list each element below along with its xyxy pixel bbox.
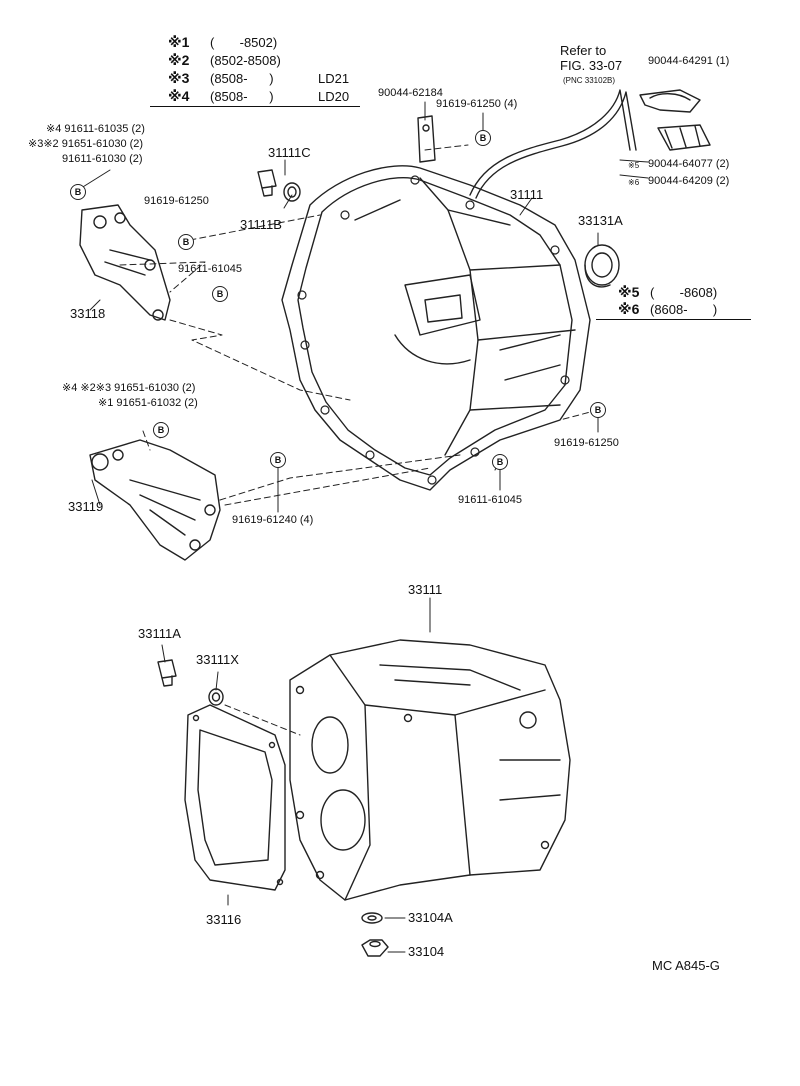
label-33104A: 33104A [408, 910, 453, 925]
note-6-range: (8608- ) [650, 302, 718, 317]
label-33131A: 33131A [578, 213, 623, 228]
label-33116: 33116 [206, 912, 242, 927]
note-4-model: LD20 [318, 89, 350, 104]
note-3-range: (8508- ) [210, 71, 274, 86]
label-left-top-1: ※4 91611-61035 (2) [46, 123, 145, 135]
leader-lines [119, 144, 599, 736]
bolt-marker: B [590, 402, 606, 418]
oil-seal-drawing [584, 244, 620, 288]
breather-hose-drawing [469, 89, 637, 199]
label-91619-61250: 91619-61250 [144, 195, 209, 207]
label-bracket2-1: ※4 ※2※3 91651-61030 (2) [62, 382, 196, 394]
note-3-model: LD21 [318, 71, 350, 86]
label-33111-lower: 33111 [408, 582, 443, 597]
label-bracket2-2: ※1 91651-61032 (2) [98, 397, 198, 409]
note-3-mark: ※3 [168, 70, 190, 86]
label-33111A: 33111A [138, 626, 181, 641]
gasket-33116-drawing [184, 704, 286, 891]
label-90044-64291: 90044-64291 (1) [648, 55, 730, 67]
label-91619-61250-4: 91619-61250 (4) [436, 98, 518, 110]
bolt-marker: B [153, 422, 169, 438]
label-31111B: 31111B [240, 217, 282, 232]
bolt-marker: B [475, 130, 491, 146]
note-1-range: ( -8502) [210, 35, 278, 50]
bolt-marker: B [492, 454, 508, 470]
drain-plug-drawing [257, 169, 301, 202]
plug-33111A-drawing [157, 659, 224, 706]
label-mark-5: ※5 [628, 161, 640, 170]
bell-housing-drawing [281, 165, 591, 491]
bolt-marker: B [178, 234, 194, 250]
note-4-mark: ※4 [168, 88, 190, 104]
label-33104: 33104 [408, 944, 445, 959]
bracket-33118-drawing [79, 204, 171, 321]
hose-clip-drawing [639, 89, 711, 151]
bolt-marker: B [212, 286, 228, 302]
label-91611-61045-b: 91611-61045 [458, 494, 523, 506]
note-2-underline [596, 319, 751, 320]
label-90044-62184: 90044-62184 [378, 87, 443, 99]
bracket-33119-drawing [89, 439, 221, 561]
diagram-code: MC A845-G [652, 958, 720, 973]
label-31111: 31111 [510, 187, 544, 202]
note-underline [150, 106, 360, 107]
label-33119: 33119 [68, 499, 104, 514]
transmission-case-drawing [289, 639, 571, 901]
label-90044-64077: 90044-64077 (2) [648, 158, 730, 170]
note-5-mark: ※5 [618, 284, 640, 300]
label-91611-61045-a: 91611-61045 [178, 263, 243, 275]
note-5-range: ( -8608) [650, 285, 718, 300]
label-33111X: 33111X [196, 652, 239, 667]
nut-33104-drawing [361, 912, 389, 957]
label-left-top-3: 91611-61030 (2) [62, 153, 143, 165]
bolt-marker: B [270, 452, 286, 468]
refer-line-1: Refer to [560, 43, 607, 58]
note-2-mark: ※2 [168, 52, 190, 68]
refer-pnc: (PNC 33102B) [563, 76, 616, 85]
label-left-top-2: ※3※2 91651-61030 (2) [28, 138, 144, 150]
label-31111C: 31111C [268, 145, 311, 160]
label-33118: 33118 [70, 306, 106, 321]
label-91619-61240-4: 91619-61240 (4) [232, 514, 314, 526]
label-mark-6: ※6 [628, 178, 640, 187]
small-bracket-drawing [417, 115, 436, 163]
refer-line-2: FIG. 33-07 [560, 58, 623, 73]
note-2-range: (8502-8508) [210, 53, 281, 68]
label-91619-61250-r: 91619-61250 [554, 437, 619, 449]
note-6-mark: ※6 [618, 301, 640, 317]
note-4-range: (8508- ) [210, 89, 274, 104]
label-90044-64209: 90044-64209 (2) [648, 175, 730, 187]
solid-leaders [77, 101, 649, 953]
bolt-marker: B [70, 184, 86, 200]
note-1-mark: ※1 [168, 34, 190, 50]
